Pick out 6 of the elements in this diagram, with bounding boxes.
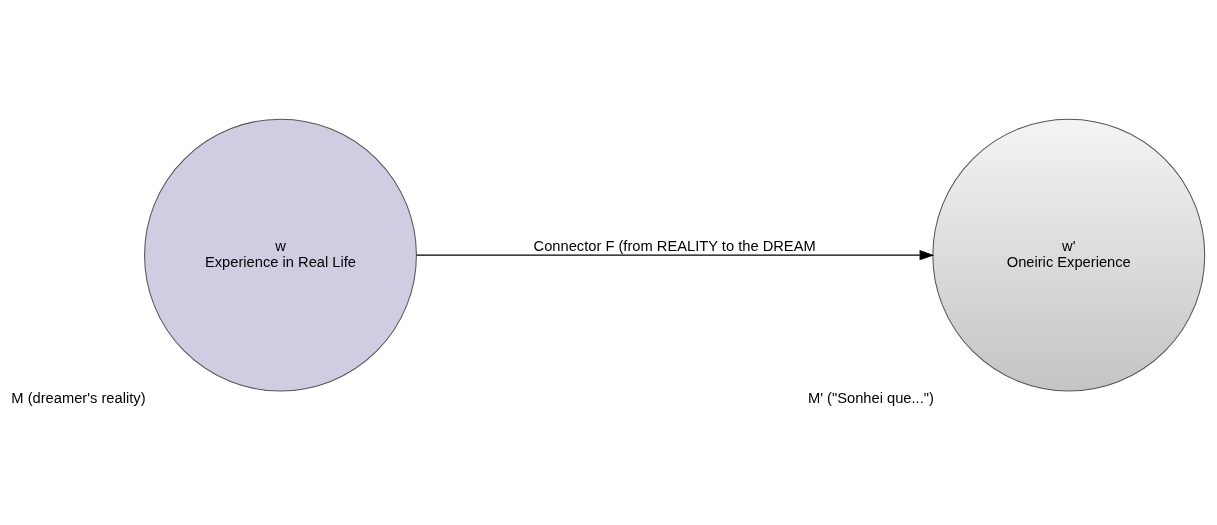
node-circle: w' Oneiric Experience: [932, 118, 1206, 392]
node-label: M' ("Sonhei que..."): [807, 389, 934, 406]
node-label: M (dreamer's reality): [11, 389, 146, 406]
arrow: [416, 249, 935, 260]
edge-label: Connector F (from REALITY to the DREAM: [533, 237, 816, 254]
node-circle: w Experience in Real Life: [144, 118, 417, 392]
